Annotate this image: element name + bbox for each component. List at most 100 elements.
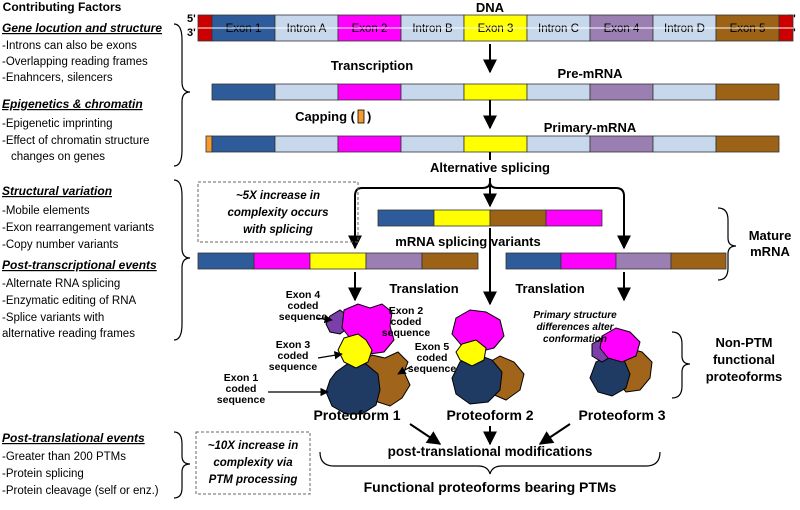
factor-item: -Mobile elements — [2, 205, 90, 217]
non-ptm-label: proteoforms — [706, 369, 783, 384]
ptm-note-line: ~10X increase in — [208, 440, 298, 452]
variant-segment-exon2 — [253, 252, 311, 270]
mrna-segment-intron-d — [652, 135, 717, 153]
ptm-note-box — [195, 431, 311, 495]
mrna-segment-intron-b — [400, 135, 465, 153]
proteoform-1-structure — [325, 303, 411, 415]
factor-group-title: Structural variation — [2, 184, 112, 198]
mrna-segment-intron-b — [400, 83, 465, 101]
variant-segment-exon3 — [433, 209, 491, 227]
factor-item: -Protein cleavage (self or enz.) — [2, 485, 159, 497]
mrna-segment-intron-c — [526, 83, 591, 101]
pointer-exon5 — [397, 365, 413, 375]
exon5-coded-label: sequence — [408, 363, 457, 375]
dna-segment-label: Intron D — [664, 23, 705, 35]
proteoform-1-label: Proteoform 1 — [313, 407, 400, 423]
dna-label: DNA — [476, 0, 505, 15]
mrna-segment-exon-1 — [211, 135, 276, 153]
brace-gene-epigenetics — [173, 23, 191, 167]
cap-symbol — [357, 109, 365, 124]
factor-group-title: Epigenetics & chromatin — [2, 97, 143, 111]
exon4-coded-label: sequence — [279, 311, 328, 323]
variant-segment-exon1 — [505, 252, 562, 270]
variant-segment-exon4 — [615, 252, 672, 270]
primary-mrna-bar — [205, 135, 780, 153]
pointer-exon4 — [315, 314, 333, 324]
mature-mrna-label: mRNA — [750, 244, 790, 259]
mrna-segment-exon-5 — [715, 135, 780, 153]
ptm-mods-label: post-translational modifications — [388, 444, 593, 459]
conformation-note: Primary structure — [533, 310, 617, 321]
variant-segment-exon2 — [545, 209, 603, 227]
factor-item: changes on genes — [11, 151, 105, 163]
exon1-coded-label: sequence — [217, 394, 266, 406]
splicing-note-line: complexity occurs — [228, 207, 329, 219]
dna-segment-label: Exon 3 — [478, 23, 514, 35]
mrna-segment-exon-3 — [463, 83, 528, 101]
ptm-note-line: PTM processing — [209, 474, 298, 486]
translation-label-2: Translation — [515, 281, 584, 296]
dna-segment-label: Exon 1 — [226, 23, 262, 35]
conformation-note: conformation — [543, 334, 607, 345]
brace-posttranslational — [173, 431, 191, 499]
proteoform-2-label: Proteoform 2 — [446, 407, 533, 423]
variant-segment-exon4 — [365, 252, 423, 270]
proteoform-3-label: Proteoform 3 — [578, 407, 665, 423]
brace-non-ptm — [671, 331, 691, 399]
mrna-variants-label: mRNA splicing variants — [395, 234, 540, 249]
variant-segment-exon1 — [197, 252, 255, 270]
mrna-segment-exon-4 — [589, 135, 654, 153]
exon1-coded-label: coded — [226, 383, 257, 395]
dna-end-left-top: 5' — [187, 13, 196, 25]
exon2-domain — [451, 309, 505, 353]
pre-mrna-bar — [211, 83, 780, 101]
exon3-coded-label: sequence — [269, 361, 318, 373]
factor-item: -Exon rearrangement variants — [2, 222, 154, 234]
exon2-coded-label: sequence — [382, 327, 431, 339]
factor-item: -Enahncers, silencers — [2, 72, 113, 84]
non-ptm-label: functional — [713, 352, 775, 367]
variant-segment-exon3 — [309, 252, 367, 270]
exon2-coded-label: Exon 2 — [389, 305, 424, 317]
exon3-coded-label: coded — [278, 350, 309, 362]
factor-group-title: Post-transcriptional events — [2, 258, 157, 272]
capping-label: Capping ( — [295, 109, 356, 124]
pre-mrna-label: Pre-mRNA — [557, 66, 623, 81]
factor-item: alternative reading frames — [2, 328, 135, 340]
cap — [205, 135, 213, 153]
dna-segment-label: Intron A — [287, 23, 327, 35]
mrna-segment-exon-2 — [337, 135, 402, 153]
mrna-variant-3-bar — [505, 252, 727, 270]
factor-item: -Epigenetic imprinting — [2, 118, 113, 130]
dna-segment-label: Exon 4 — [604, 23, 640, 35]
factor-item: -Effect of chromatin structure — [2, 135, 149, 147]
dna-segment-label: Intron C — [538, 23, 579, 35]
mrna-segment-exon-4 — [589, 83, 654, 101]
variant-segment-exon5 — [489, 209, 547, 227]
mrna-segment-exon-3 — [463, 135, 528, 153]
mrna-segment-intron-a — [274, 83, 339, 101]
alt-splicing-label: Alternative splicing — [430, 160, 550, 175]
exon5-coded-label: coded — [417, 352, 448, 364]
factor-item: -Splice variants with — [2, 312, 104, 324]
exon4-coded-label: coded — [288, 300, 319, 312]
brace-structural-posttranscriptional — [173, 179, 191, 341]
non-ptm-label: Non-PTM — [715, 335, 772, 350]
capping-close: ) — [367, 109, 371, 124]
exon4-coded-label: Exon 4 — [286, 289, 321, 301]
arrow-ptm-1 — [409, 423, 442, 445]
exon3-coded-label: Exon 3 — [276, 339, 311, 351]
conformation-note: differences alter — [536, 322, 614, 333]
variant-segment-exon5 — [421, 252, 479, 270]
arrow-splice-left — [348, 181, 491, 250]
primary-mrna-label: Primary-mRNA — [544, 120, 637, 135]
proteoform-3-structure — [589, 327, 653, 397]
factor-item: -Alternate RNA splicing — [2, 278, 120, 290]
mrna-segment-exon-5 — [715, 83, 780, 101]
factor-group-title: Gene locution and structure — [2, 21, 162, 35]
brace-ptm — [319, 451, 661, 475]
variant-segment-exon2 — [560, 252, 617, 270]
exon2-coded-label: coded — [391, 316, 422, 328]
